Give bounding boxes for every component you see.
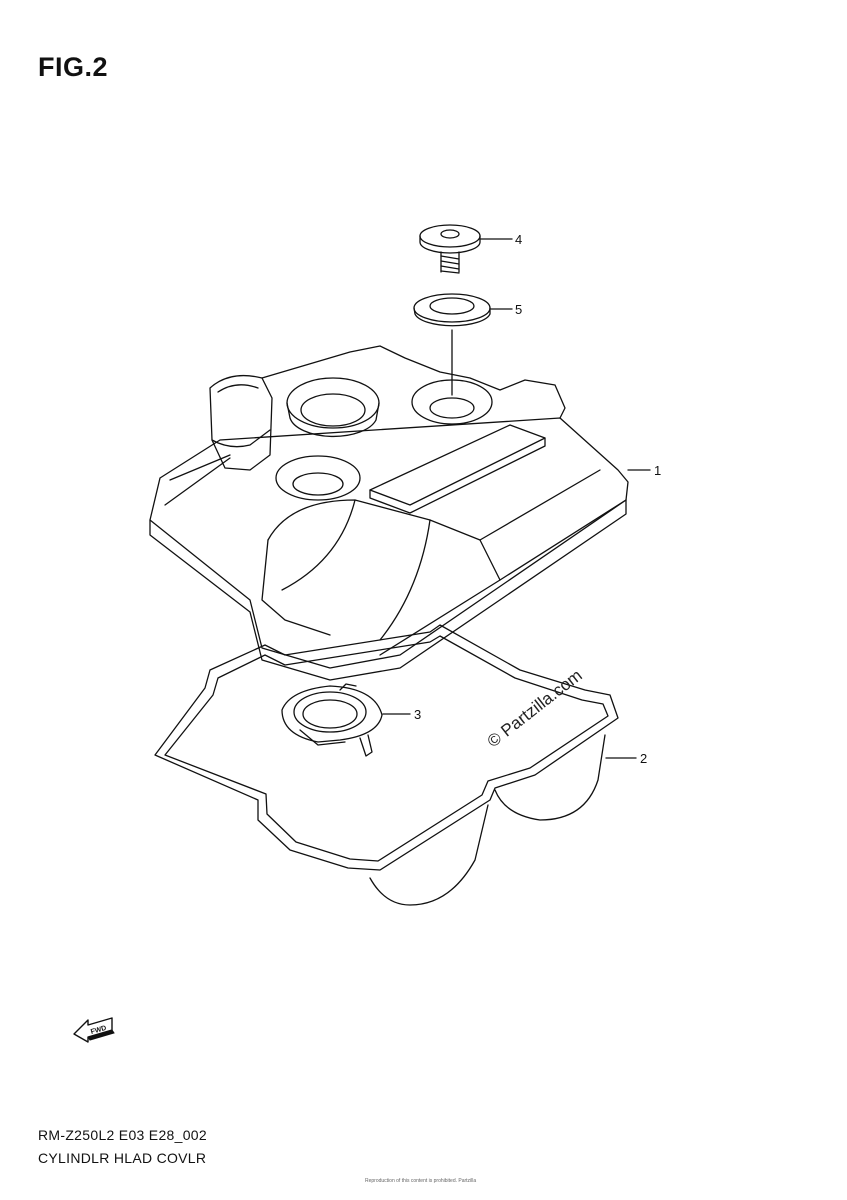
figure-title: FIG.2 xyxy=(38,52,109,82)
callout-label-2: 2 xyxy=(640,751,647,766)
footer-fine-print: Reproduction of this content is prohibit… xyxy=(365,1178,477,1184)
plug-seal-part xyxy=(281,683,411,757)
fwd-label: FWD xyxy=(90,1025,107,1036)
callout-label-4: 4 xyxy=(515,232,522,247)
callout-label-5: 5 xyxy=(515,302,522,317)
gasket-part xyxy=(154,624,637,906)
watermark-text: © Partzilla.com xyxy=(484,666,586,752)
callout-label-1: 1 xyxy=(654,463,661,478)
bolt-part xyxy=(419,224,513,274)
forward-arrow-icon: FWD xyxy=(73,1017,115,1043)
cylinder-head-cover-part xyxy=(149,345,651,681)
footer-diagram-code: RM-Z250L2 E03 E28_002 xyxy=(38,1127,207,1143)
callout-label-3: 3 xyxy=(414,707,421,722)
washer-part xyxy=(413,293,513,396)
footer-diagram-name: CYLINDLR HLAD COVLR xyxy=(38,1150,207,1166)
